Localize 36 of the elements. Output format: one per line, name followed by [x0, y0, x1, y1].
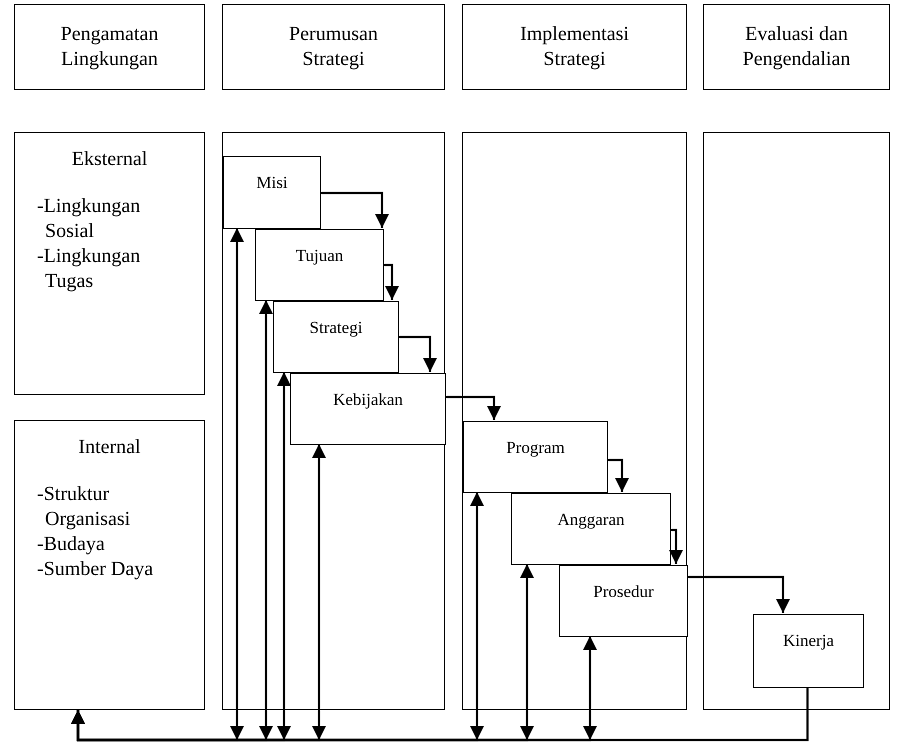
box-label: Misi	[256, 173, 288, 192]
list-item: -Lingkungan Tugas	[37, 244, 142, 294]
stage-header-box	[703, 4, 890, 90]
process-box	[273, 301, 399, 373]
stage-header-box	[14, 4, 205, 90]
box-label: Tujuan	[296, 246, 344, 265]
list-item: -Lingkungan Sosial	[37, 194, 142, 244]
stage-title: Perumusan Strategi	[288, 22, 379, 72]
stage-title: Implementasi Strategi	[519, 22, 630, 72]
process-box	[223, 156, 321, 229]
box-label: Prosedur	[593, 582, 654, 601]
box-label: Anggaran	[557, 510, 625, 529]
stage-header-box	[462, 4, 687, 90]
list-item: -Budaya	[37, 532, 106, 557]
stage-header-box	[222, 4, 445, 90]
box-label: Kebijakan	[333, 390, 403, 409]
box-heading: Eksternal	[70, 147, 148, 172]
factor-box	[14, 420, 205, 710]
process-box	[753, 614, 864, 688]
process-box	[290, 373, 446, 445]
list-item: -Sumber Daya	[37, 557, 154, 582]
box-label: Strategi	[310, 318, 362, 337]
factor-box	[14, 132, 205, 395]
process-box	[463, 421, 608, 493]
list-item: -Struktur Organisasi	[37, 482, 132, 532]
process-box	[255, 229, 384, 301]
box-label: Program	[506, 438, 565, 457]
column-box	[462, 132, 687, 710]
box-label: Kinerja	[783, 631, 834, 650]
process-box	[559, 565, 688, 637]
column-box	[222, 132, 445, 710]
process-box	[511, 493, 671, 565]
stage-title: Pengamatan Lingkungan	[60, 22, 160, 72]
stage-title: Evaluasi dan Pengendalian	[742, 22, 852, 72]
box-heading: Internal	[77, 435, 142, 460]
column-box	[703, 132, 890, 710]
